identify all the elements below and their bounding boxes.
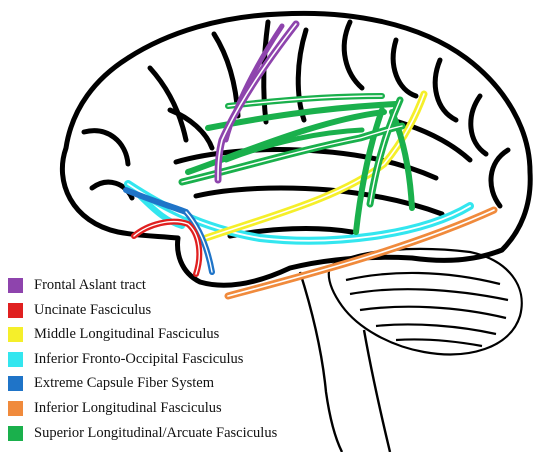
legend-swatch xyxy=(8,351,23,367)
legend-swatch xyxy=(8,277,23,293)
legend-item-inferior-longitudinal: Inferior Longitudinal Fasciculus xyxy=(8,397,222,419)
legend-label: Extreme Capsule Fiber System xyxy=(34,374,215,391)
legend-item-slf-arcuate: Superior Longitudinal/Arcuate Fasciculus xyxy=(8,422,277,444)
tract-extreme-capsule-core xyxy=(185,211,213,273)
legend-swatch xyxy=(8,302,23,318)
tract-frontal-aslant-core xyxy=(217,23,297,181)
tract-frontal-aslant-2 xyxy=(223,23,285,143)
legend-label: Uncinate Fasciculus xyxy=(34,301,152,318)
tract-inferior-longitudinal-core xyxy=(227,209,495,297)
legend-label: Inferior Longitudinal Fasciculus xyxy=(34,399,222,416)
legend-label: Frontal Aslant tract xyxy=(34,276,146,293)
legend-item-middle-longitudinal: Middle Longitudinal Fasciculus xyxy=(8,323,219,345)
legend-label: Inferior Fronto-Occipital Fasciculus xyxy=(34,350,244,367)
tract-extreme-capsule xyxy=(123,187,189,215)
legend-item-uncinate: Uncinate Fasciculus xyxy=(8,299,151,321)
tract-slf-arcuate-core xyxy=(181,95,403,205)
legend-item-frontal-aslant: Frontal Aslant tract xyxy=(8,274,146,296)
legend-label: Middle Longitudinal Fasciculus xyxy=(34,325,220,342)
legend-swatch xyxy=(8,425,23,441)
brainstem xyxy=(298,271,392,452)
legend-swatch xyxy=(8,400,23,416)
tract-inferior-longitudinal xyxy=(224,206,498,300)
legend-swatch xyxy=(8,375,23,391)
legend-label: Superior Longitudinal/Arcuate Fasciculus xyxy=(34,424,278,441)
legend-item-extreme-capsule: Extreme Capsule Fiber System xyxy=(8,372,214,394)
legend-item-ifof: Inferior Fronto-Occipital Fasciculus xyxy=(8,348,243,370)
cerebellum xyxy=(327,247,523,356)
legend-swatch xyxy=(8,326,23,342)
tract-uncinate-core xyxy=(133,220,200,275)
